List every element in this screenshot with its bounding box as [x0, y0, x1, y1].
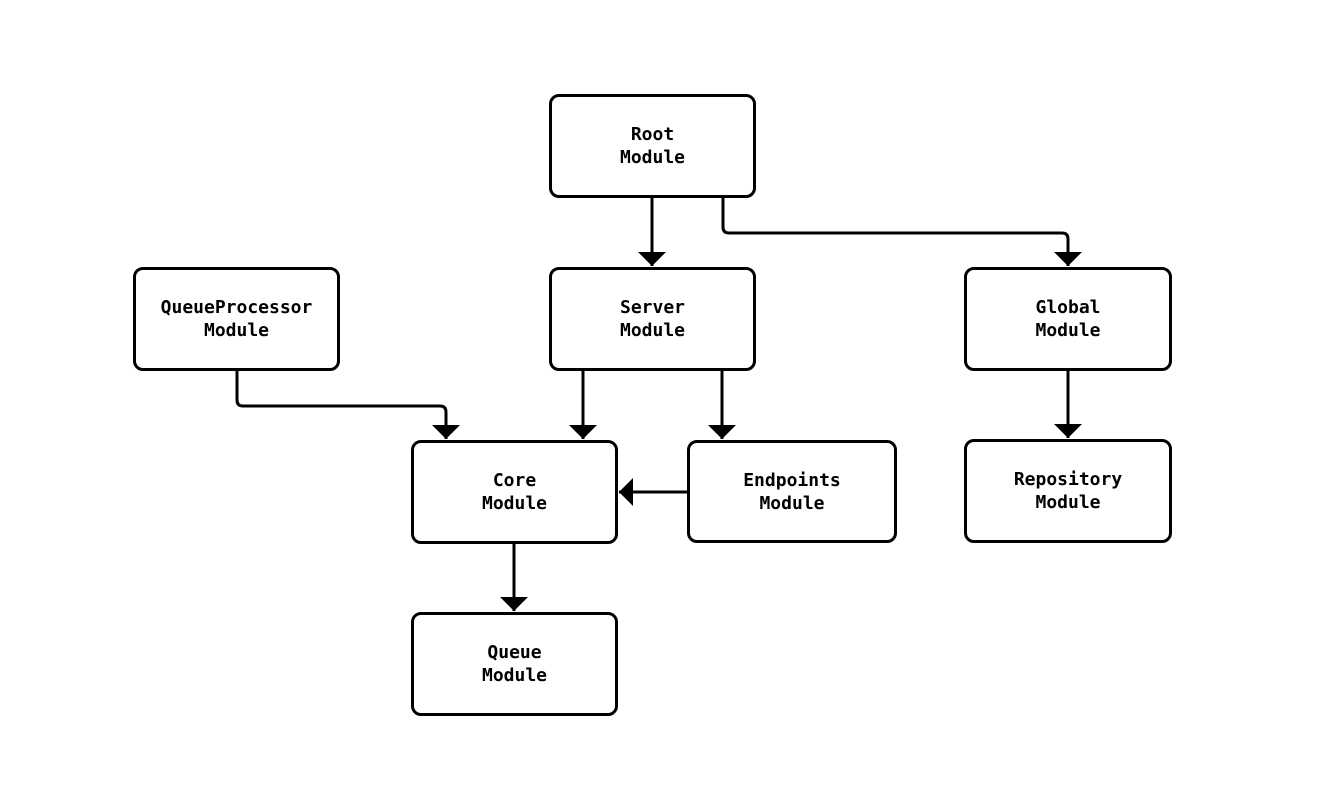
node-core-module-label: Core Module: [481, 470, 548, 514]
node-queueprocessor-module: QueueProcessor Module: [133, 267, 340, 371]
node-core-module: Core Module: [411, 440, 618, 544]
node-endpoints-module: Endpoints Module: [687, 440, 897, 543]
node-queueprocessor-module-label: QueueProcessor Module: [160, 297, 313, 341]
node-global-module-label: Global Module: [1035, 297, 1101, 341]
edge-root-to-global: [721, 198, 1082, 266]
edge-queueprocessor-to-core: [235, 371, 460, 439]
node-queue-module-label: Queue Module: [481, 642, 548, 686]
node-global-module: Global Module: [964, 267, 1172, 371]
node-root-module-label: Root Module: [619, 124, 686, 168]
node-repository-module-label: Repository Module: [1013, 469, 1123, 513]
node-queue-module: Queue Module: [411, 612, 618, 716]
node-endpoints-module-label: Endpoints Module: [743, 469, 841, 514]
node-server-module-label: Server Module: [619, 297, 686, 341]
node-root-module: Root Module: [549, 94, 756, 198]
node-repository-module: Repository Module: [964, 439, 1172, 543]
node-server-module: Server Module: [549, 267, 756, 371]
